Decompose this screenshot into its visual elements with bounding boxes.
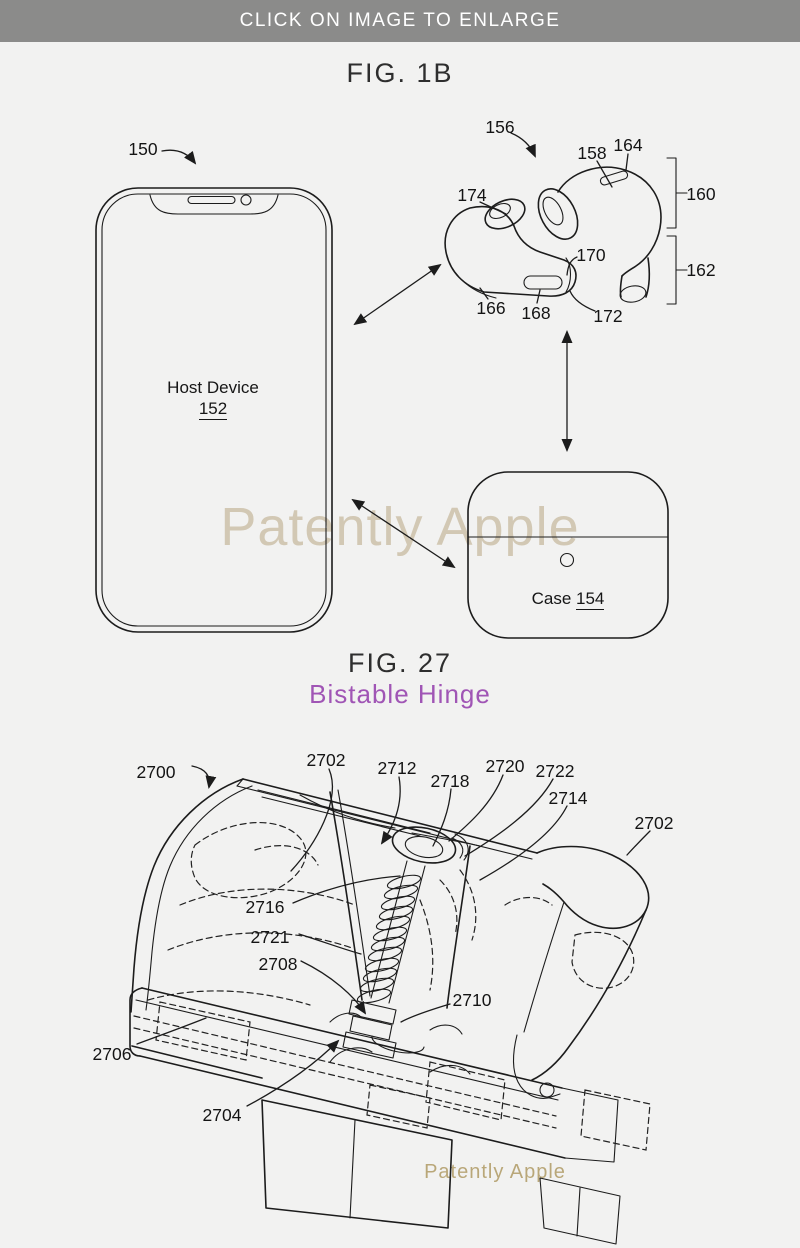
ref-label-2714: 2714 bbox=[549, 788, 588, 808]
arrow-phone-earbuds bbox=[353, 263, 442, 326]
hinge-right-flange bbox=[536, 845, 650, 930]
fig27-title: FIG. 27 bbox=[347, 648, 453, 678]
ref-label-2720: 2720 bbox=[486, 756, 525, 776]
ref-label-156: 156 bbox=[485, 117, 514, 137]
hinge-screw-spring bbox=[329, 826, 469, 1059]
earbud-bottom-slot bbox=[523, 275, 563, 290]
fig27-subtitle: Bistable Hinge bbox=[309, 679, 491, 709]
ref-label-150: 150 bbox=[128, 139, 157, 159]
hinge-shell bbox=[130, 778, 650, 1099]
case-drawing bbox=[467, 471, 669, 639]
earbud-vent-slot bbox=[599, 170, 629, 186]
phone-notch bbox=[149, 194, 279, 215]
ref-label-2710: 2710 bbox=[453, 990, 492, 1010]
host-device-label: Host Device 152 bbox=[105, 377, 321, 420]
ref-label-174: 174 bbox=[457, 185, 486, 205]
ref-label-2702-right: 2702 bbox=[635, 813, 674, 833]
fig1b-ref-labels: 150 156 174 158 164 160 162 170 166 168 … bbox=[128, 117, 715, 326]
ref-label-172: 172 bbox=[593, 306, 622, 326]
earbuds-drawing bbox=[444, 157, 688, 305]
host-device-ref: 152 bbox=[198, 399, 228, 420]
watermark-small: Patently Apple bbox=[424, 1161, 566, 1183]
ref-label-2712: 2712 bbox=[378, 758, 417, 778]
ref-label-2700: 2700 bbox=[137, 762, 176, 782]
ref-label-162: 162 bbox=[686, 260, 715, 280]
ref-label-158: 158 bbox=[577, 143, 606, 163]
ref-label-164: 164 bbox=[613, 135, 642, 155]
case-label: Case 154 bbox=[468, 588, 668, 610]
phone-speaker-slot bbox=[187, 195, 236, 205]
ref-label-170: 170 bbox=[576, 245, 605, 265]
ref-label-2708: 2708 bbox=[259, 954, 298, 974]
ref-label-2706: 2706 bbox=[93, 1044, 132, 1064]
ref-label-2704: 2704 bbox=[203, 1105, 242, 1125]
hinge-base-bar bbox=[129, 987, 621, 1245]
earbud-tip-right bbox=[537, 188, 579, 240]
wireless-link-arrows bbox=[351, 263, 573, 569]
arrow-phone-case bbox=[351, 498, 456, 569]
bracket-162 bbox=[666, 235, 688, 305]
ref-label-2722: 2722 bbox=[536, 761, 575, 781]
host-device-name: Host Device bbox=[167, 378, 259, 397]
bracket-160 bbox=[666, 157, 688, 229]
fig27-ref-labels: 2700 2702 2712 2718 2720 2722 2714 2702 … bbox=[93, 750, 674, 1125]
case-ref: 154 bbox=[576, 589, 605, 610]
hinge-hidden-lines bbox=[133, 822, 651, 1151]
phone-camera-dot bbox=[240, 194, 252, 206]
phone-drawing bbox=[95, 187, 333, 633]
fig1b-leaders bbox=[161, 132, 629, 312]
fig1b-title: FIG. 1B bbox=[346, 58, 454, 88]
hinge-bottom-tab bbox=[261, 1099, 453, 1229]
fig27-leaders bbox=[136, 765, 651, 1107]
earbud-tip-left bbox=[484, 198, 526, 230]
spring-coils bbox=[356, 874, 422, 1004]
ref-label-2702-top: 2702 bbox=[307, 750, 346, 770]
fig27-drawing[interactable]: 2700 2702 2712 2718 2720 2722 2714 2702 … bbox=[93, 750, 674, 1245]
ref-label-168: 168 bbox=[521, 303, 550, 323]
case-name: Case bbox=[531, 589, 572, 608]
ref-label-2716: 2716 bbox=[246, 897, 285, 917]
ref-label-166: 166 bbox=[476, 298, 505, 318]
ref-label-2721: 2721 bbox=[251, 927, 290, 947]
ref-label-160: 160 bbox=[686, 184, 715, 204]
enlarge-banner: CLICK ON IMAGE TO ENLARGE bbox=[0, 0, 800, 42]
earbud-stem-tip bbox=[619, 285, 647, 303]
screw-head bbox=[391, 826, 457, 864]
fig1b-drawing[interactable]: 150 156 174 158 164 160 162 170 166 168 … bbox=[95, 117, 716, 639]
ref-label-2718: 2718 bbox=[431, 771, 470, 791]
case-hinge-dot bbox=[559, 552, 575, 568]
